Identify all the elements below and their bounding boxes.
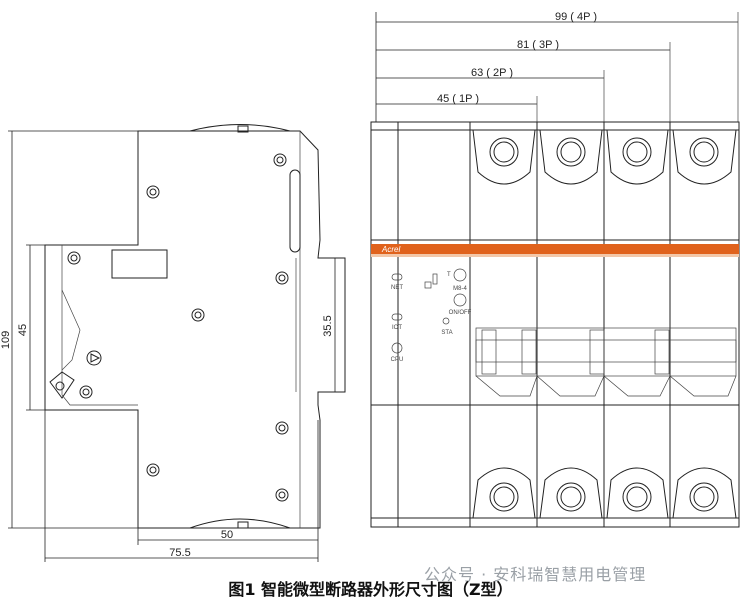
t-label: T: [447, 272, 451, 278]
dim-4p: 99 ( 4P ): [555, 11, 597, 23]
dim-3p: 81 ( 3P ): [517, 39, 559, 51]
front-view: [370, 12, 740, 528]
indicator-cpu-label: CPU: [391, 357, 404, 363]
dim-middle-height: 45: [17, 324, 29, 336]
figure-caption: 图1 智能微型断路器外形尺寸图（Z型）: [228, 580, 513, 599]
brand-stripe: [371, 244, 739, 254]
dim-depth-overall: 75.5: [169, 547, 190, 559]
button-top-label: M8-4: [453, 286, 467, 292]
indicator-net-label: NET: [391, 285, 403, 291]
dim-2p: 63 ( 2P ): [471, 67, 513, 79]
dim-overall-height: 109: [0, 331, 12, 349]
watermark: 公众号 · 安科瑞智慧用电管理: [424, 565, 647, 584]
side-view-outline: [44, 130, 346, 529]
dim-rail-height: 35.5: [322, 315, 334, 336]
side-view: [8, 124, 346, 562]
dim-1p: 45 ( 1P ): [437, 93, 479, 105]
dim-depth-inner: 50: [221, 529, 233, 541]
brand-logo: Acrel: [381, 245, 400, 254]
button-onoff-label: ON/OFF: [449, 310, 472, 316]
indicator-iot-label: IOT: [392, 325, 402, 331]
status-label: STA: [441, 330, 452, 336]
